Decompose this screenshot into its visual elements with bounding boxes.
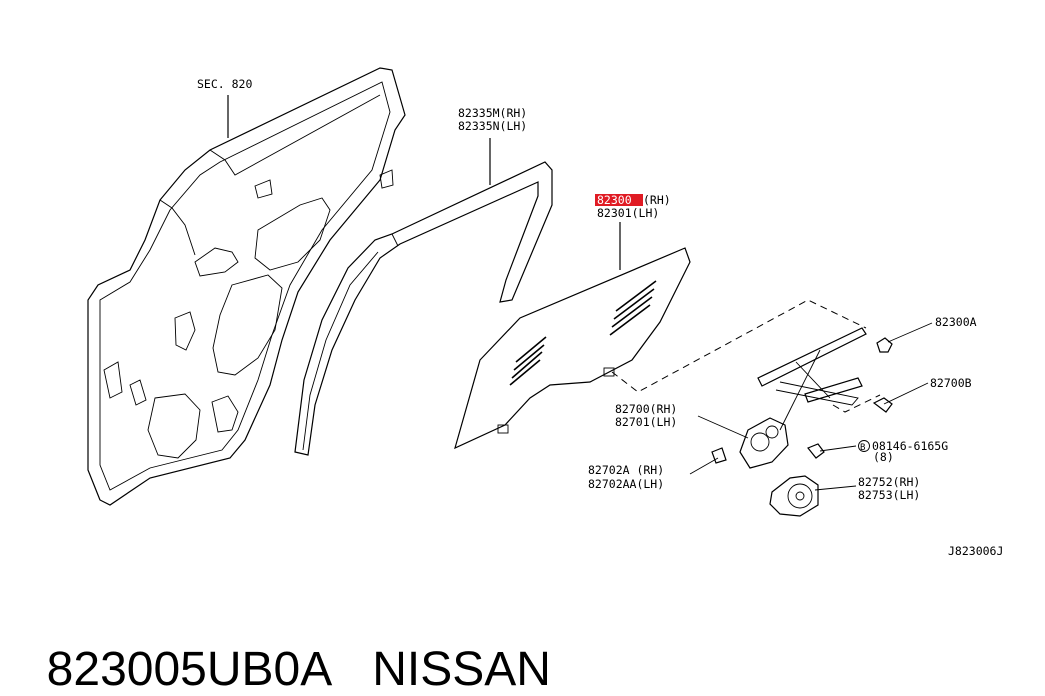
- regulator-motor: [711, 337, 893, 517]
- label-sec-820: SEC. 820: [197, 77, 252, 91]
- label-clip: 82300A: [935, 315, 977, 329]
- label-bolt-qty: (8): [873, 450, 894, 464]
- highlight-box: [595, 194, 643, 206]
- bolt-marker-circle: [858, 440, 870, 452]
- part-number: 823005UB0A: [46, 643, 333, 696]
- label-bolt-marker: B: [860, 443, 865, 453]
- regulator-rails: [757, 327, 881, 431]
- door-glass: [454, 222, 691, 450]
- drawing-code: J823006J: [948, 544, 1003, 558]
- label-motor-rh: 82752(RH): [858, 475, 920, 489]
- label-glass-rh-code: 82300: [597, 193, 632, 207]
- door-panel: [87, 67, 406, 506]
- caption: 823005UB0A NISSAN: [20, 598, 551, 694]
- run-channel: [294, 138, 553, 456]
- leader-lines: [689, 322, 933, 491]
- label-regulator-rh: 82700(RH): [615, 402, 677, 416]
- label-regulator-b: 82700B: [930, 376, 972, 390]
- label-motor-lh: 82753(LH): [858, 488, 920, 502]
- label-bolt: 08146-6165G: [872, 439, 948, 453]
- brand-name: NISSAN: [372, 643, 551, 696]
- label-molding-lh: 82335N(LH): [458, 119, 527, 133]
- label-glass-lh: 82301(LH): [597, 206, 659, 220]
- assembly-leader: [611, 299, 867, 393]
- label-glass-rh-suffix: (RH): [643, 193, 671, 207]
- label-molding-rh: 82335M(RH): [458, 106, 527, 120]
- part-labels: SEC. 820 82335M(RH) 82335N(LH) 82300 (RH…: [197, 77, 1003, 558]
- label-regulator-lh: 82701(LH): [615, 415, 677, 429]
- label-screw-lh: 82702AA(LH): [588, 477, 664, 491]
- label-screw-rh: 82702A (RH): [588, 463, 664, 477]
